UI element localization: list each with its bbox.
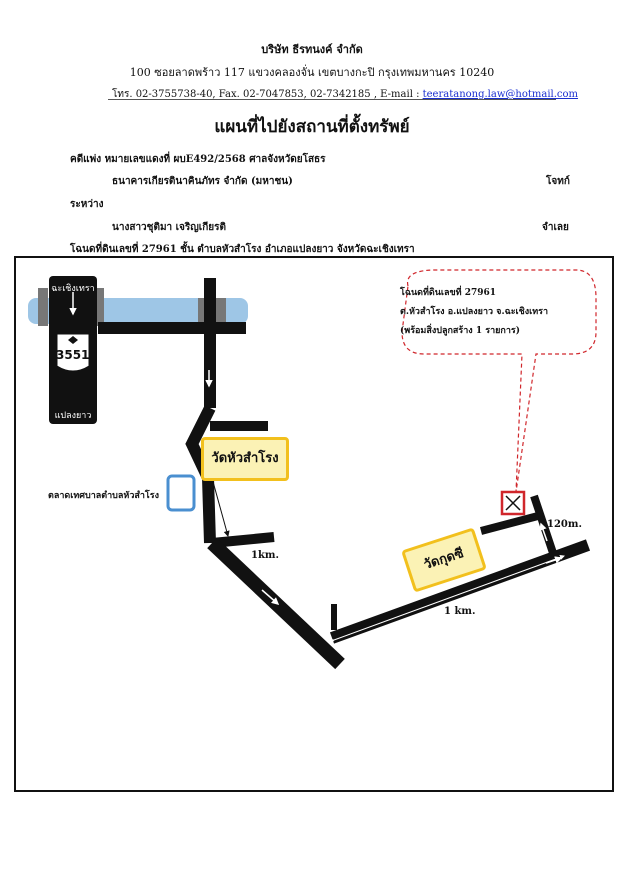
company-contact: โทร. 02-3755738-40, Fax. 02-7047853, 02-… [112,87,578,102]
distance-label-1: 1km. [251,550,279,561]
plaintiff-name: ธนาคารเกียรตินาคินภัทร จำกัด (มหาชน) [112,176,293,187]
distance-marker [329,555,565,644]
market-label: ตลาดเทศบาลตำบลหัวสำโรง [48,491,159,501]
defendant-role: จำเลย [542,222,569,233]
callout-line-3: (พร้อมสิ่งปลูกสร้าง 1 รายการ) [400,326,520,336]
callout-line-2: ต.หัวสำโรง อ.แปลงยาว จ.ฉะเชิงเทรา [400,307,549,317]
map-drawing [28,269,597,670]
road [207,537,345,670]
location-map [14,256,614,792]
company-address: 100 ซอยลาดพร้าว 117 แขวงคลองจั่น เขตบางก… [129,66,495,79]
bridge-post [94,288,104,326]
callout-line-1: โฉนดที่ดินเลขที่ 27961 [400,288,497,298]
road [211,532,275,548]
defendant-name: นางสาวชุติมา เจริญเกียรติ [112,222,227,233]
bridge-post [38,288,48,326]
sign-direction-top: ฉะเชิงเทรา [51,284,95,294]
contact-text: โทร. 02-3755738-40, Fax. 02-7047853, 02-… [112,89,423,100]
property-callout: โฉนดที่ดินเลขที่ 27961 ต.หัวสำโรง อ.แปลง… [400,284,548,341]
bridge-post [198,298,208,324]
plaintiff-role: โจทก์ [546,176,570,187]
road [479,512,540,535]
route-shield [56,333,90,372]
distance-marker [207,472,230,537]
bridge-post [216,298,226,324]
sign-direction-bottom: แปลงยาว [54,411,92,421]
route-number: 3551 [56,348,90,362]
case-number: คดีแพ่ง หมายเลขแดงที่ ผบE492/2568 ศาลจัง… [70,154,326,165]
market-marker [166,474,196,512]
deed-line: โฉนดที่ดินเลขที่ 27961 ชั้น ตำบลหัวสำโรง… [70,244,415,255]
distance-label-2: 1 km. [444,606,476,617]
header-divider [108,99,556,100]
callout-bubble [401,269,597,493]
between-label: ระหว่าง [70,199,104,210]
email-link[interactable]: teeratanong.law@hotmail.com [422,89,579,100]
distance-label-3: 120m. [547,519,582,530]
page-title: แผนที่ไปยังสถานที่ตั้งทรัพย์ [214,117,410,137]
company-name: บริษัท ธีรทนงค์ จำกัด [261,43,363,56]
temple-hua-samrong: วัดหัวสำโรง [201,437,289,481]
